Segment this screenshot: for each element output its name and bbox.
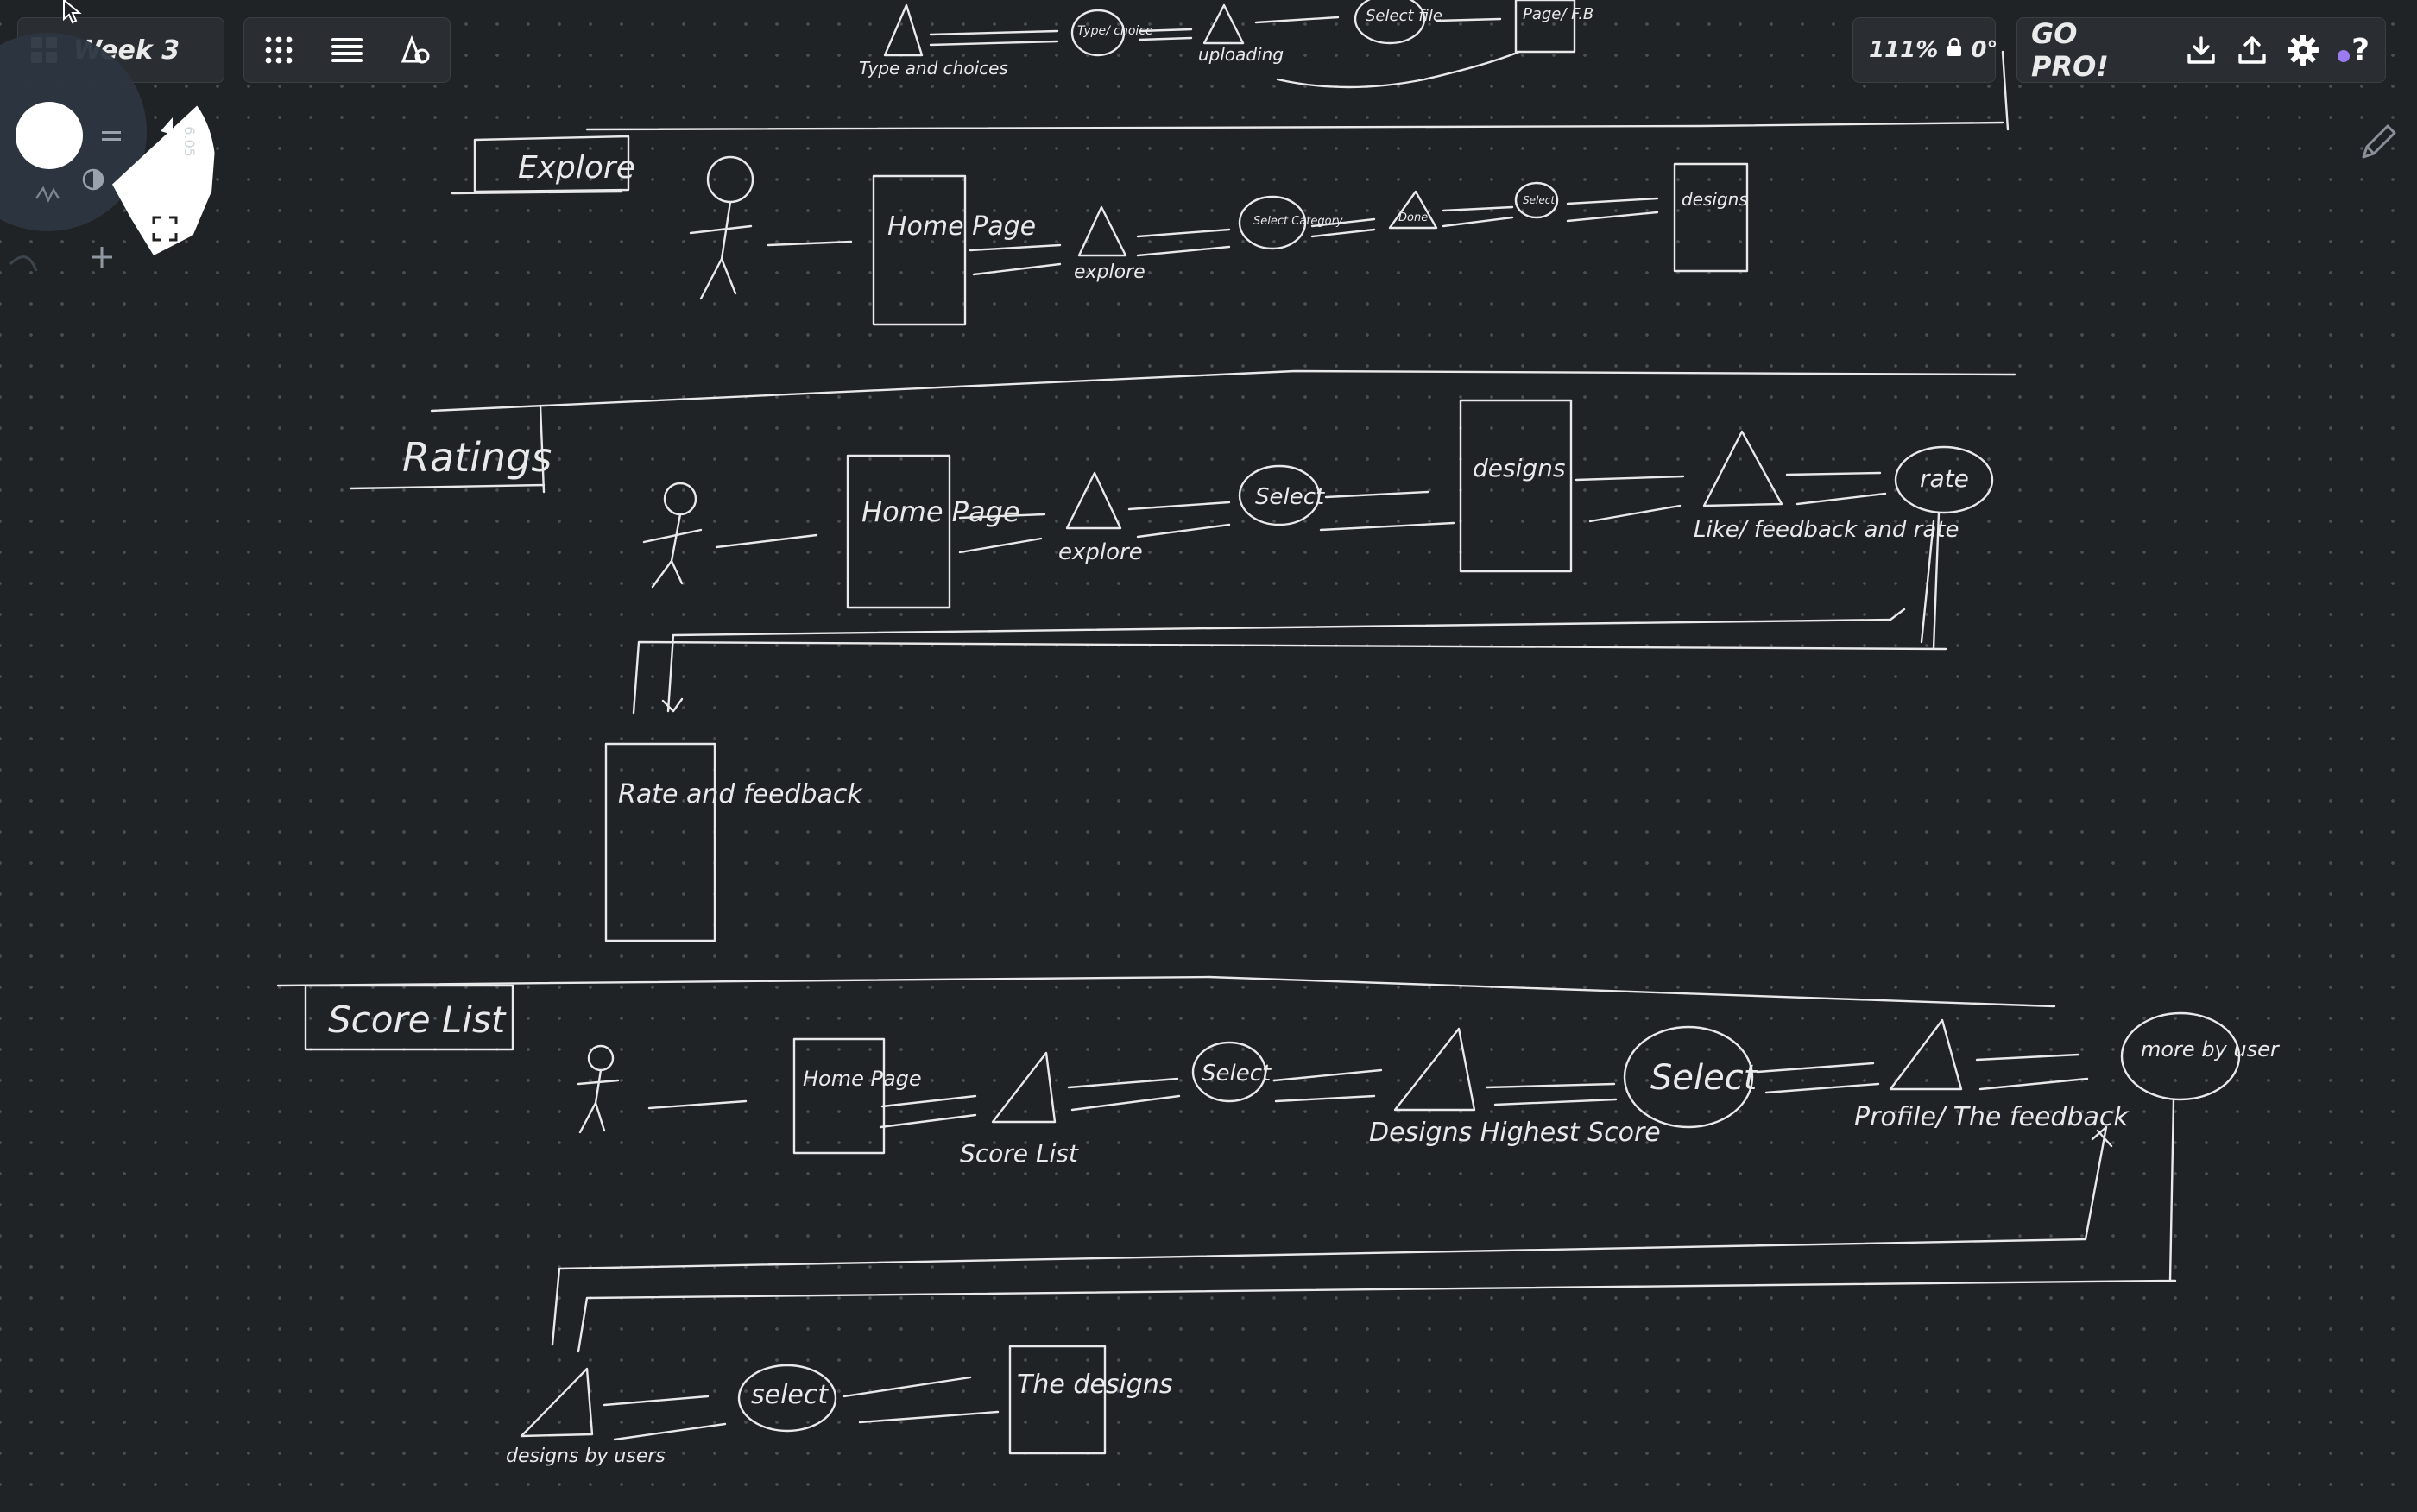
explore-label: Home Page xyxy=(887,211,1036,242)
ratings-section: Ratings Home Page explore Select designs… xyxy=(349,399,1994,942)
pencil-icon[interactable] xyxy=(2358,121,2400,162)
ratings-label: Select xyxy=(1255,484,1325,510)
score-list-label: Select xyxy=(1650,1058,1758,1098)
ratings-title: Ratings xyxy=(402,434,552,481)
top-flow: Type and choices Type/ choice uploading … xyxy=(859,0,1593,89)
ratings-label: Home Page xyxy=(861,495,1020,528)
contrast-icon[interactable] xyxy=(82,168,104,191)
section-divider xyxy=(430,369,2016,413)
settings-icon[interactable] xyxy=(2278,24,2329,76)
score-list-section: Score List Home Page Score List Select D… xyxy=(304,984,2281,1467)
score-list-label: designs by users xyxy=(506,1446,666,1467)
explore-label: Done xyxy=(1398,211,1428,224)
undo-icon[interactable] xyxy=(9,255,38,272)
ratings-label: rate xyxy=(1920,464,1969,493)
score-list-label: Home Page xyxy=(803,1067,922,1091)
stroke-style-icon[interactable] xyxy=(35,186,60,203)
mouse-cursor-icon xyxy=(63,0,82,24)
upload-icon[interactable] xyxy=(2227,24,2278,76)
go-pro-button[interactable]: GO PRO! xyxy=(2031,17,2109,83)
top-flow-label: uploading xyxy=(1198,44,1284,65)
fullscreen-icon[interactable] xyxy=(152,216,178,242)
zoom-level: 111% xyxy=(1869,37,1939,63)
ratings-label: Like/ feedback and rate xyxy=(1694,517,1959,543)
explore-label: Select Category xyxy=(1253,215,1343,228)
score-list-label: Select xyxy=(1202,1061,1272,1087)
score-list-label: Score List xyxy=(960,1139,1079,1168)
zoom-panel: 111% 0° xyxy=(1852,17,1997,83)
ratings-label: designs xyxy=(1473,454,1565,482)
rotation-value: 0° xyxy=(1971,37,1998,63)
zoom-indicator[interactable]: 111% 0° xyxy=(1853,37,2013,63)
brush-size-icon[interactable] xyxy=(161,117,173,135)
actions-panel: GO PRO! ? xyxy=(2016,17,2386,83)
top-flow-label: Type/ choice xyxy=(1077,24,1153,38)
ratings-label: explore xyxy=(1058,539,1143,565)
tools-panel xyxy=(243,17,451,83)
score-list-label: more by user xyxy=(2141,1037,2281,1062)
add-icon[interactable] xyxy=(92,247,112,268)
help-icon[interactable]: ? xyxy=(2329,24,2380,76)
shapes-icon[interactable] xyxy=(389,24,441,76)
hamburger-icon[interactable] xyxy=(321,24,373,76)
download-icon[interactable] xyxy=(2176,24,2227,76)
top-flow-label: Page/ F.B xyxy=(1523,5,1593,23)
section-divider xyxy=(276,975,2056,1008)
equals-icon[interactable] xyxy=(102,131,121,141)
score-list-title: Score List xyxy=(328,999,507,1041)
dots-grid-icon[interactable] xyxy=(253,24,305,76)
score-list-label: The designs xyxy=(1017,1370,1172,1400)
brush-size-value: 6.05 xyxy=(181,126,198,157)
top-flow-label: Select file xyxy=(1366,7,1442,25)
explore-section: Explore Home Page explore Select Categor… xyxy=(451,135,1749,326)
explore-title: Explore xyxy=(518,150,635,186)
top-flow-label: Type and choices xyxy=(859,58,1008,79)
notification-dot xyxy=(2338,50,2350,62)
ratings-label: Rate and feedback xyxy=(618,779,863,810)
lock-icon[interactable] xyxy=(1947,37,1962,63)
color-picker-swatch[interactable] xyxy=(16,102,83,169)
explore-label: Select xyxy=(1523,194,1556,206)
section-divider xyxy=(585,50,2010,131)
radial-menu-icons: 6.05 xyxy=(9,117,198,272)
score-list-label: Designs Highest Score xyxy=(1369,1118,1661,1148)
score-list-label: Profile/ The feedback xyxy=(1854,1102,2130,1132)
score-list-label: select xyxy=(751,1380,829,1410)
explore-label: explore xyxy=(1074,261,1145,283)
explore-label: designs xyxy=(1682,189,1748,210)
